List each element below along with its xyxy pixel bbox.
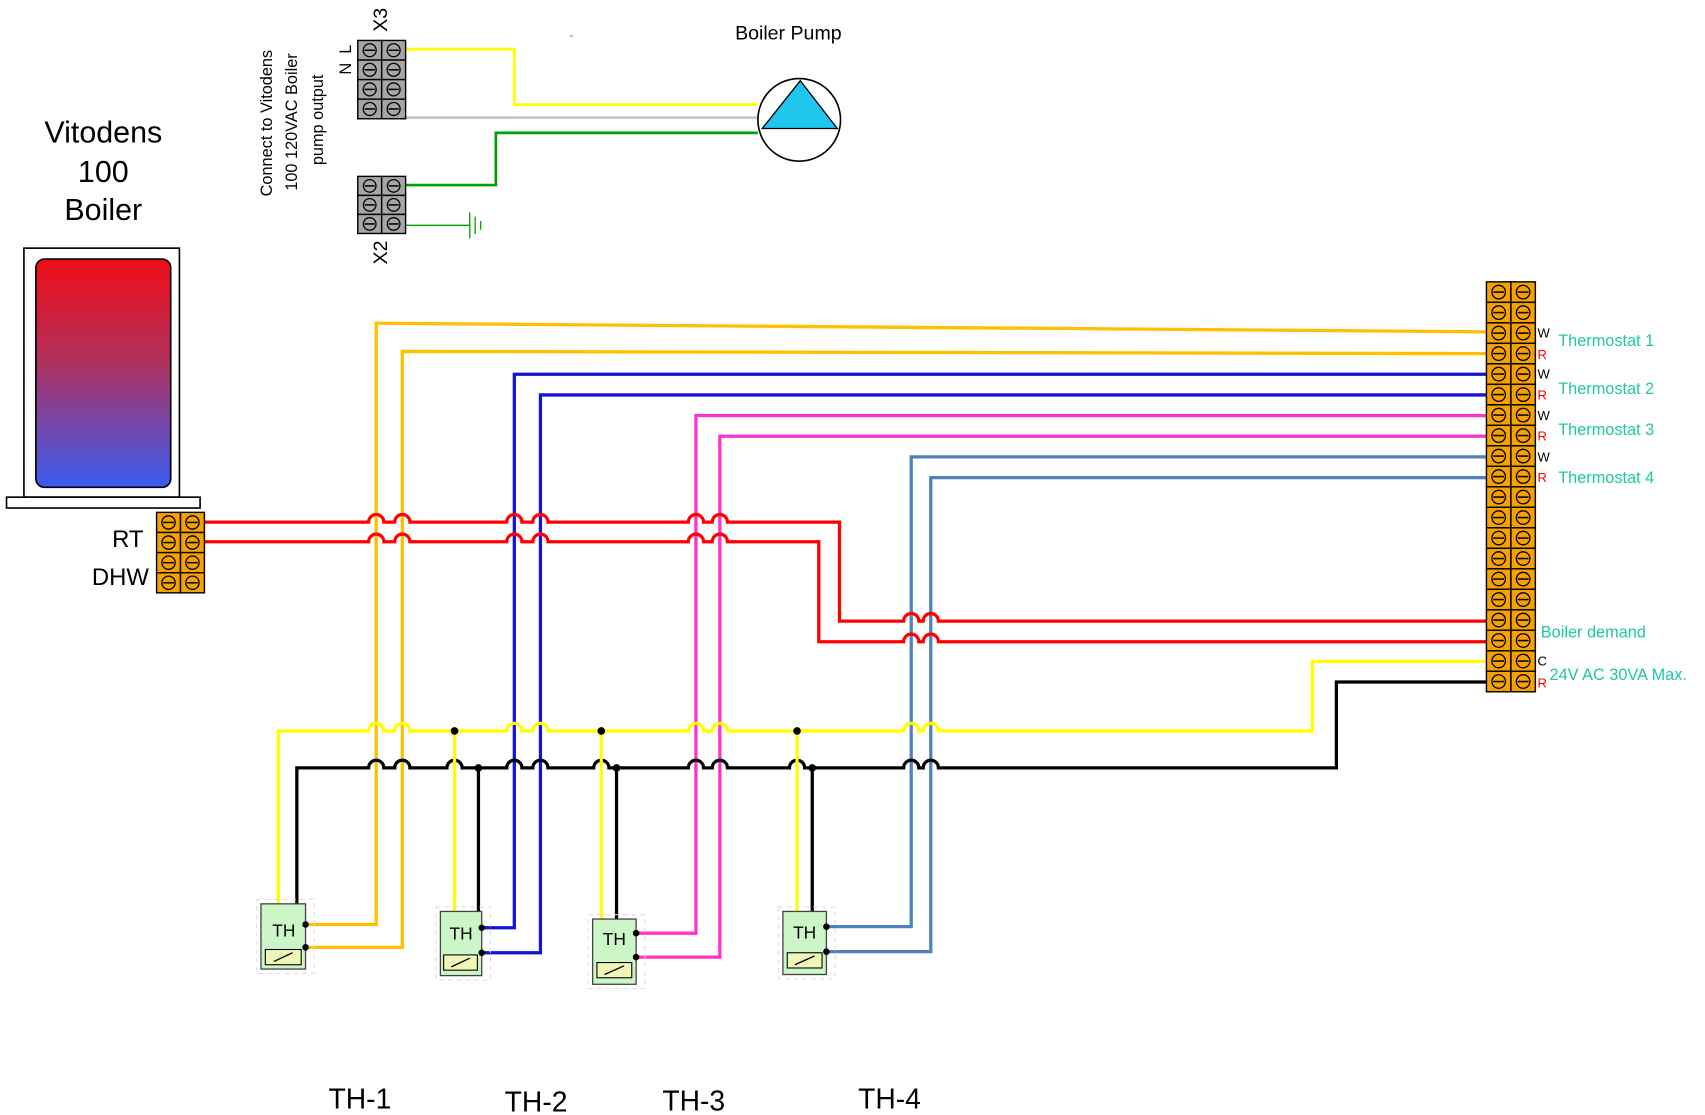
x2-label: X2 <box>370 241 392 265</box>
power-r-letter: R <box>1538 675 1547 690</box>
x3-label: X3 <box>370 8 392 32</box>
pump-ground-wire <box>405 131 758 187</box>
terminal-dot <box>823 923 830 930</box>
boiler-title-line-1: Vitodens <box>44 116 162 150</box>
terminal-dot <box>478 924 485 932</box>
pump-impeller-triangle <box>760 79 839 130</box>
pump-line-wire <box>405 47 758 106</box>
rt-demand-wire-2 <box>204 532 1488 644</box>
boiler-demand-wires <box>204 512 1488 644</box>
n-label: N <box>337 63 355 75</box>
thermostat-th4: TH <box>778 906 836 980</box>
thermostat-captions: TH-1 TH-2 TH-3 TH-4 <box>329 1082 921 1115</box>
thermostat-2-label: Thermostat 2 <box>1558 380 1654 398</box>
thermostat-3-label: Thermostat 3 <box>1558 421 1654 439</box>
th2-w-letter: W <box>1538 367 1551 382</box>
boiler-title-line-3: Boiler <box>64 193 142 227</box>
connect-note-line-2: 100 120VAC Boiler <box>283 53 301 191</box>
thermostat-device-label: TH <box>272 920 295 940</box>
junction-dot <box>597 727 606 735</box>
boiler-tank-icon <box>35 258 172 489</box>
th3-w-wire <box>636 413 1488 935</box>
thermostat-wires <box>305 321 1488 959</box>
th2-w-wire <box>481 372 1488 930</box>
th1-r-letter: R <box>1538 347 1547 362</box>
power-rating-label: 24V AC 30VA Max. <box>1550 666 1687 684</box>
thermostat-4-label: Thermostat 4 <box>1558 469 1654 487</box>
terminal-dot <box>823 948 830 955</box>
sensor-icon-slash <box>794 955 815 966</box>
boiler-title-line-2: 100 <box>78 155 129 189</box>
terminal-dot <box>302 921 309 928</box>
th4-w-letter: W <box>1538 449 1551 464</box>
control-terminal-strip <box>1485 281 1537 693</box>
thermostat-device-label: TH <box>449 924 472 944</box>
junction-dot <box>612 764 621 772</box>
selection-frame <box>587 914 646 990</box>
thermostat-th1: TH <box>256 898 315 974</box>
connect-note-line-3: pump output <box>309 74 327 165</box>
caption-th2: TH-2 <box>505 1086 568 1115</box>
junction-dot <box>793 727 801 735</box>
terminal-dot <box>478 949 485 957</box>
terminal-dot <box>632 953 640 961</box>
junction-dot <box>450 727 459 735</box>
thermostat-1-label: Thermostat 1 <box>1558 332 1654 350</box>
l-label: L <box>337 45 355 54</box>
thermostat-device-label: TH <box>793 923 816 943</box>
rt-label: RT <box>112 526 144 553</box>
boiler: Vitodens 100 Boiler RT DHW <box>5 116 201 591</box>
selection-frame <box>435 906 491 981</box>
pump-label: Boiler Pump <box>735 22 842 44</box>
terminal-dot <box>302 944 309 951</box>
connect-note-line-1: Connect to Vitodens <box>258 50 276 196</box>
boiler-demand-label: Boiler demand <box>1541 623 1646 641</box>
caption-th3: TH-3 <box>662 1084 725 1115</box>
selection-frame <box>256 898 315 974</box>
th3-w-letter: W <box>1538 408 1551 423</box>
th4-r-wire <box>826 475 1488 954</box>
thermostat-th2: TH <box>435 906 491 981</box>
control-strip-labels: W R Thermostat 1 W R Thermostat 2 W R Th… <box>1538 325 1687 690</box>
power-r-wire <box>295 680 1488 904</box>
x3-terminal <box>357 39 407 120</box>
th3-r-letter: R <box>1538 429 1547 444</box>
terminal-blocks <box>155 39 1537 693</box>
pump-section: X3 L N X2 Connect to Vitodens 100 120VAC… <box>258 8 842 265</box>
th2-r-wire <box>481 393 1488 955</box>
th1-w-letter: W <box>1538 325 1551 340</box>
x2-terminal <box>357 175 407 235</box>
caption-th1: TH-1 <box>329 1082 392 1114</box>
sensor-icon-slash <box>450 957 471 968</box>
terminal-dot <box>632 929 640 937</box>
th4-r-letter: R <box>1538 470 1547 485</box>
power-wires <box>276 659 1488 920</box>
th1-w-wire <box>305 321 1488 927</box>
power-c-letter: C <box>1538 654 1547 669</box>
selection-frame <box>778 906 836 980</box>
junction-dot <box>808 764 817 772</box>
caption-th4: TH-4 <box>858 1082 921 1114</box>
sensor-icon-slash <box>604 965 625 976</box>
rt-dhw-terminal <box>155 511 206 594</box>
th1-r-wire <box>305 349 1488 949</box>
th4-w-wire <box>826 455 1488 929</box>
thermostat-device-label: TH <box>603 929 626 949</box>
junction-dot <box>474 764 483 772</box>
rt-demand-wire-1 <box>204 512 1488 623</box>
sensor-icon-slash <box>273 952 293 963</box>
th2-r-letter: R <box>1538 387 1547 402</box>
thermostat-th3: TH <box>587 914 646 990</box>
ground-icon <box>405 212 482 239</box>
th3-r-wire <box>636 434 1488 959</box>
pump-icon <box>757 77 842 162</box>
power-c-wire <box>276 659 1488 904</box>
boiler-base <box>5 496 201 509</box>
dhw-label: DHW <box>92 564 150 591</box>
